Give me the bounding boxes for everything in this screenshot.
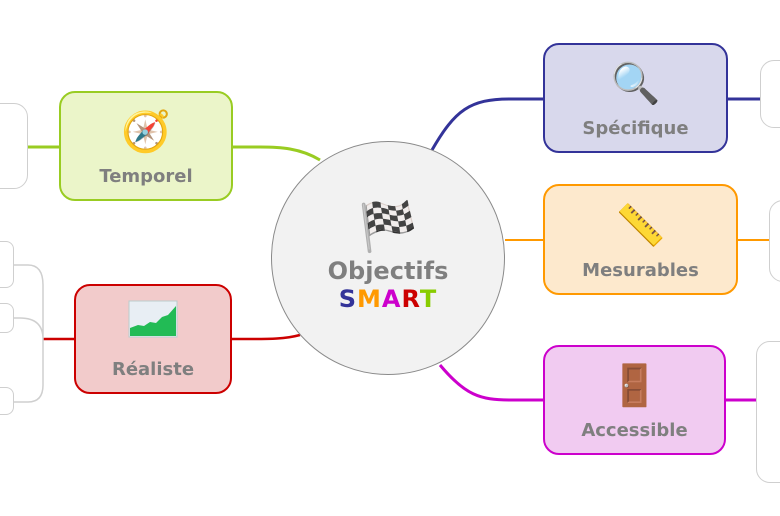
topic-label: Réaliste: [111, 359, 195, 380]
topic-accessible[interactable]: 🚪 Accessible: [543, 345, 726, 455]
smart-letter-t: T: [419, 285, 438, 313]
subtopic-box[interactable]: [0, 387, 14, 415]
door-icon: 🚪: [609, 363, 660, 409]
topic-label: Spécifique: [582, 118, 689, 139]
topic-label: Accessible: [581, 420, 688, 441]
topic-specifique[interactable]: 🔍 Spécifique: [543, 43, 728, 153]
ruler-icon: 📏: [615, 203, 666, 249]
topic-mesurables[interactable]: 📏 Mesurables: [543, 184, 738, 295]
central-title: Objectifs: [327, 257, 449, 285]
subtopic-box[interactable]: [0, 303, 14, 333]
smart-letter-a: A: [381, 285, 402, 313]
central-topic[interactable]: 🏁 Objectifs SMART: [271, 141, 505, 375]
link-accessible: [438, 364, 760, 402]
subtopic-box[interactable]: [0, 103, 28, 189]
topic-label: Mesurables: [582, 260, 699, 281]
compass-icon: 🧭: [121, 109, 171, 155]
topic-realiste[interactable]: Réaliste: [74, 284, 232, 394]
subtopic-box[interactable]: [760, 60, 780, 128]
smart-letter-s: S: [338, 285, 358, 313]
subtopic-box[interactable]: [756, 341, 780, 483]
subtopic-box[interactable]: [0, 241, 14, 288]
checkered-flag-icon: 🏁: [358, 199, 418, 255]
topic-temporel[interactable]: 🧭 Temporel: [59, 91, 233, 201]
subtopic-box[interactable]: [769, 200, 780, 282]
link-specifique: [430, 97, 762, 151]
topic-label: Temporel: [99, 166, 193, 187]
magnifier-icon: 🔍: [610, 61, 661, 107]
smart-acronym: SMART: [339, 285, 438, 313]
chart-area-icon: [128, 300, 178, 349]
smart-letter-r: R: [401, 285, 420, 313]
smart-letter-m: M: [357, 285, 382, 313]
link-realiste: [43, 333, 301, 341]
realiste-bracket: [13, 264, 44, 403]
